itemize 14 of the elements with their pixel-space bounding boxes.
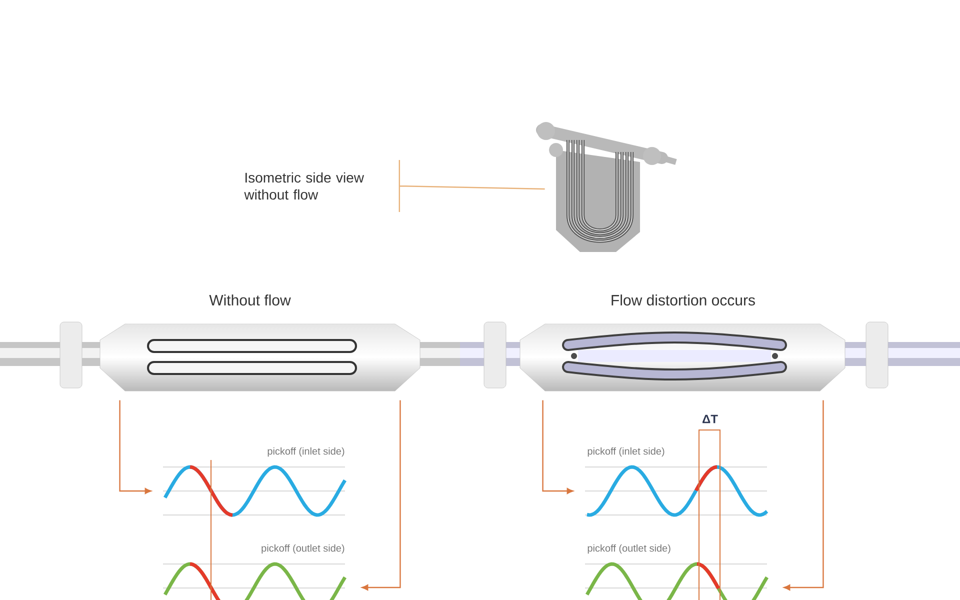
arrow bbox=[119, 400, 152, 494]
arrow bbox=[362, 400, 401, 590]
plot-label: pickoff (inlet side) bbox=[268, 447, 344, 457]
heading: Without flow bbox=[209, 294, 291, 306]
delta-t-label: ΔT bbox=[702, 414, 718, 424]
arrow bbox=[542, 400, 574, 494]
leader-line bbox=[398, 159, 546, 213]
plot-label: pickoff (outlet side) bbox=[262, 544, 344, 554]
heading: Flow distortion occurs bbox=[612, 294, 755, 306]
callout-text: Isometric side view without flow bbox=[244, 172, 364, 200]
flowmeter-drawing bbox=[536, 122, 677, 252]
plot-label: pickoff (outlet side) bbox=[588, 544, 670, 554]
arrow bbox=[784, 400, 824, 590]
plot-label: pickoff (inlet side) bbox=[588, 447, 664, 457]
